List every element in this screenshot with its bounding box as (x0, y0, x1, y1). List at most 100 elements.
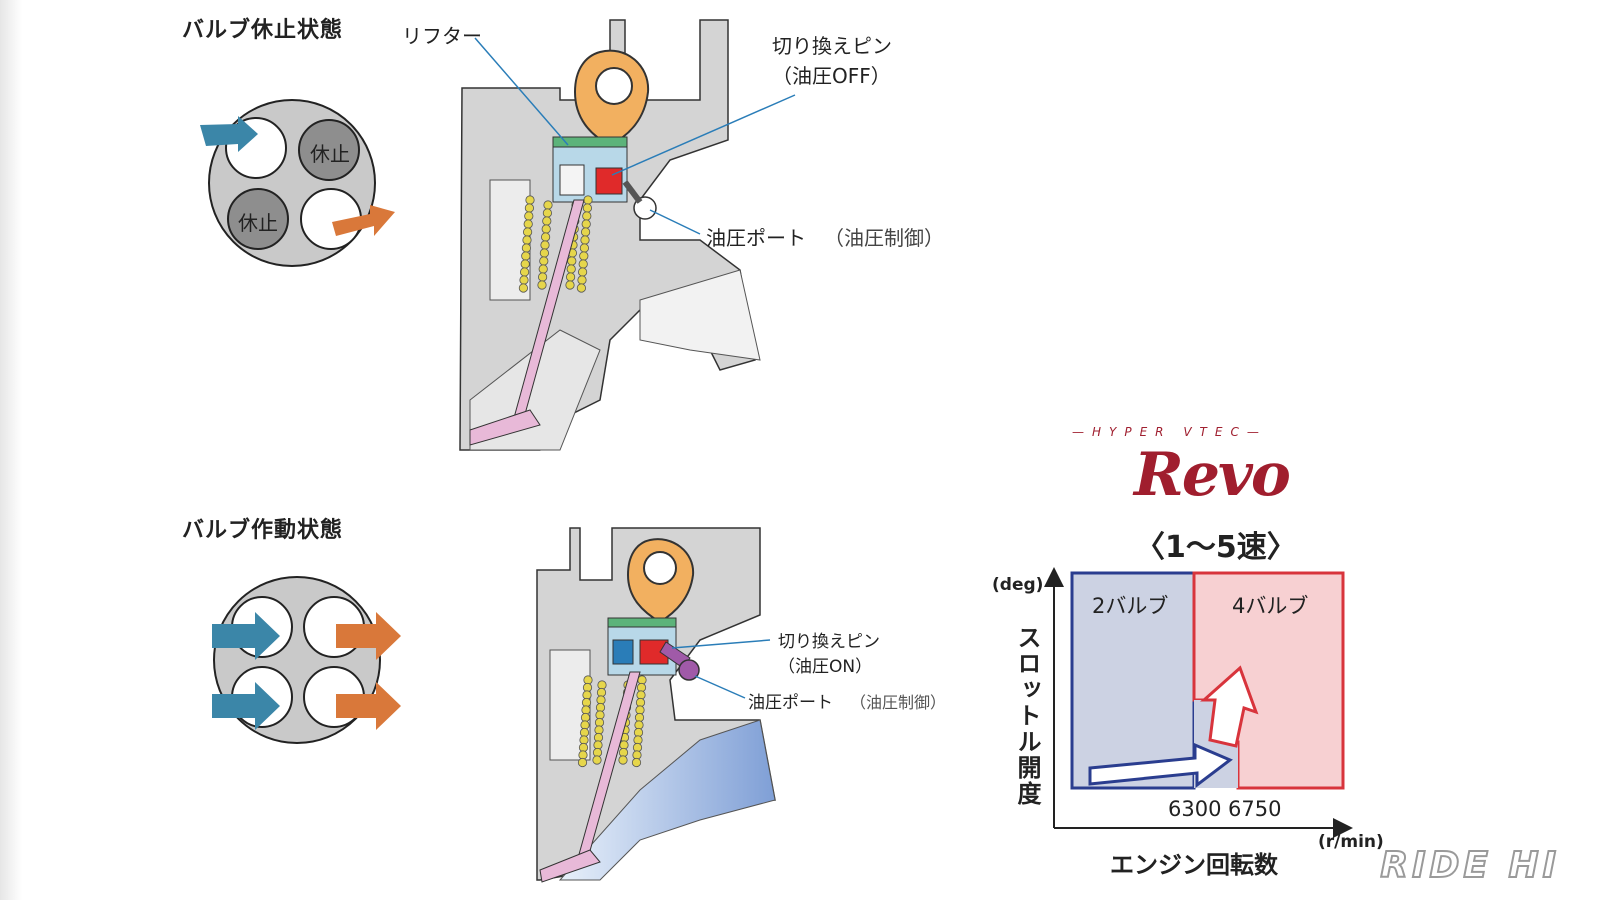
top-port-leader (649, 209, 701, 235)
spring-coil (581, 219, 591, 229)
spring-coil (542, 216, 552, 226)
top-camshaft-lobe (573, 49, 650, 147)
top-pin-state: （油圧OFF） (772, 64, 891, 88)
bottom-section-heading: バルブ作動状態 (182, 518, 344, 543)
spring-coil (539, 248, 550, 258)
logo-tagline: —HYPER VTEC— (1072, 425, 1267, 439)
spring-coil (524, 203, 535, 213)
bottom-pin-leader (671, 639, 771, 649)
gear-range: 〈1〜5速〉 (1135, 530, 1297, 565)
valve-mode-chart (1044, 567, 1353, 838)
spring-coil (567, 256, 577, 266)
x-unit-label: (r/min) (1318, 832, 1384, 852)
spring-coil (580, 227, 591, 237)
top-paused-label-2: 休止 (238, 211, 278, 235)
spring-coil (525, 195, 535, 205)
spring-coil (582, 211, 592, 221)
spring-coil (592, 755, 602, 765)
bottom-exhaust-arrow-icon-2 (336, 682, 401, 730)
spring-coil (523, 219, 533, 229)
spring-coil (540, 232, 551, 242)
spring-coil (580, 235, 590, 245)
page-edge-shadow (0, 0, 22, 900)
bottom-valve-stem (539, 671, 641, 883)
spring-coil (583, 195, 593, 205)
bottom-pin-label: 切り換えピン (778, 632, 880, 652)
logo-revo: Revo (1134, 440, 1291, 510)
top-valve-stem (469, 199, 585, 446)
region-2-label: 2バルブ (1092, 594, 1169, 618)
x-tick-6300: 6300 (1168, 797, 1222, 821)
spring-coil (541, 224, 551, 234)
x-tick-6750: 6750 (1228, 797, 1282, 821)
top-intake-arrow-icon (200, 116, 258, 152)
spring-coil (524, 211, 534, 221)
top-cylinder-head (459, 19, 761, 451)
spring-coil (522, 227, 533, 237)
spring-coil (519, 275, 529, 285)
bottom-port-label: 油圧ポート (748, 693, 833, 713)
top-port-label: 油圧ポート (706, 226, 806, 250)
region-4-label: 4バルブ (1232, 594, 1309, 618)
y-axis-label: スロットル開度 (1013, 625, 1041, 807)
bottom-oil-port (678, 659, 700, 681)
bottom-intake-arrow-icon-2 (212, 682, 280, 730)
throttle-increase-arrow-icon (1200, 665, 1259, 748)
spring-coil (540, 240, 550, 250)
spring-coil (537, 272, 548, 282)
watermark-logo: RIDE HI (1379, 844, 1560, 887)
spring-coil (577, 267, 588, 277)
spring-coil (539, 256, 549, 266)
top-exhaust-valve-paused (227, 188, 289, 250)
spring-coil (543, 200, 553, 210)
top-oil-passage (622, 180, 643, 204)
bottom-valve-layout (212, 576, 401, 744)
spring-coil (631, 757, 642, 768)
spring-coil (537, 280, 547, 290)
region-2-valve (1070, 571, 1196, 790)
bottom-intake-flow (558, 719, 776, 881)
bottom-pin-state: （油圧ON） (778, 657, 873, 677)
spring-coil (579, 243, 590, 253)
spring-coil (576, 283, 587, 293)
bottom-camshaft-lobe (626, 538, 695, 624)
spring-coil (577, 275, 587, 285)
spring-coil (566, 264, 576, 274)
spring-coil (522, 235, 532, 245)
spring-coil (521, 243, 532, 253)
y-unit-label: (deg) (992, 575, 1044, 595)
top-lifter-assembly (552, 136, 628, 203)
spring-coil (518, 283, 529, 293)
spring-coil (579, 251, 589, 261)
bottom-port-note: （油圧制御） (850, 693, 947, 712)
spring-coil (519, 267, 530, 277)
spring-coil (618, 755, 628, 765)
top-pin-leader (611, 94, 796, 176)
spring-coil (565, 280, 575, 290)
spring-coil (520, 259, 530, 269)
top-section-heading: バルブ休止状態 (182, 18, 344, 43)
top-intake-valve-paused (298, 119, 360, 181)
bottom-intake-arrow-icon-1 (212, 612, 280, 660)
spring-coil (578, 259, 588, 269)
rpm-increase-arrow-icon (1088, 742, 1233, 789)
lifter-label: リフター (402, 24, 482, 48)
spring-coil (542, 208, 553, 218)
bottom-port-leader (694, 675, 746, 699)
top-valve-layout (200, 99, 395, 267)
spring-coil (521, 251, 531, 261)
top-oil-port (633, 196, 657, 220)
spring-coil (582, 203, 593, 213)
top-exhaust-arrow-icon (332, 205, 395, 236)
spring-coil (577, 757, 588, 768)
spring-coil (565, 272, 576, 282)
top-lifter-leader (474, 37, 569, 146)
spring-coil (538, 264, 548, 274)
top-pin-label: 切り換えピン (772, 34, 892, 58)
x-axis-label: エンジン回転数 (1110, 851, 1278, 879)
bottom-exhaust-arrow-icon-1 (336, 612, 401, 660)
top-port-note: （油圧制御） (824, 226, 944, 250)
top-paused-label-1: 休止 (310, 142, 350, 166)
